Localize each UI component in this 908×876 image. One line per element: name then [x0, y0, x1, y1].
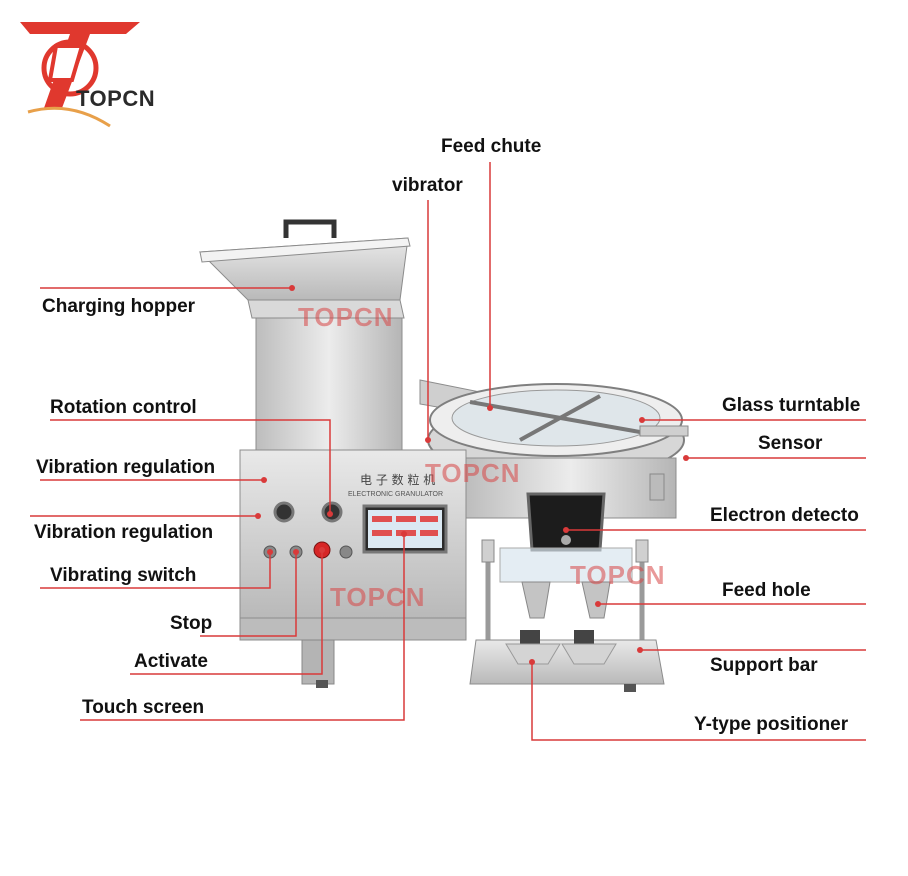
label-vibrator: vibrator [392, 175, 463, 196]
label-y-type-positioner: Y-type positioner [694, 714, 849, 735]
electron-detector-shape [499, 492, 633, 619]
label-vibration-regulation-1: Vibration regulation [36, 457, 216, 478]
watermark: TOPCN [298, 302, 394, 332]
leader-touch-screen [80, 534, 405, 721]
control-panel: 电 子 数 粒 机 ELECTRONIC GRANULATOR [263, 472, 448, 559]
watermark: TOPCN [425, 458, 521, 488]
topcn-logo-mark [20, 22, 140, 128]
feed-hole-left [521, 581, 551, 619]
label-vibration-regulation-2: Vibration regulation [34, 522, 214, 543]
panel-title-cn: 电 子 数 粒 机 [360, 472, 435, 487]
label-sensor: Sensor [758, 433, 823, 454]
label-activate: Activate [134, 651, 208, 672]
feed-hole-right [581, 581, 611, 619]
label-feed-chute: Feed chute [441, 136, 542, 157]
machine-body [239, 449, 677, 688]
y-positioner-left [520, 630, 540, 644]
label-support-bar: Support bar [710, 655, 818, 676]
leader-vibrating-switch [40, 552, 271, 589]
brand-name: TOPCN [76, 86, 156, 111]
label-glass-turntable: Glass turntable [722, 395, 861, 416]
label-feed-hole: Feed hole [722, 580, 811, 601]
vibration-knob-icon [273, 501, 295, 523]
label-electron-detector: Electron detecto [710, 505, 859, 526]
y-positioner-right [574, 630, 594, 644]
label-stop: Stop [170, 613, 213, 634]
leader-y-type-positioner [531, 662, 866, 741]
label-vibrating-switch: Vibrating switch [50, 565, 197, 586]
watermark: TOPCN [570, 560, 666, 590]
panel-title-en: ELECTRONIC GRANULATOR [348, 491, 443, 498]
charging-hopper-shape [198, 219, 411, 451]
label-touch-screen: Touch screen [82, 697, 205, 718]
leader-rotation-control [50, 419, 331, 514]
aux-button-icon [339, 545, 353, 559]
leader-stop [200, 552, 297, 637]
label-rotation-control: Rotation control [50, 397, 197, 418]
watermark: TOPCN [330, 582, 426, 612]
leader-activate [130, 550, 323, 675]
label-charging-hopper: Charging hopper [42, 296, 196, 317]
support-bars [469, 539, 665, 692]
